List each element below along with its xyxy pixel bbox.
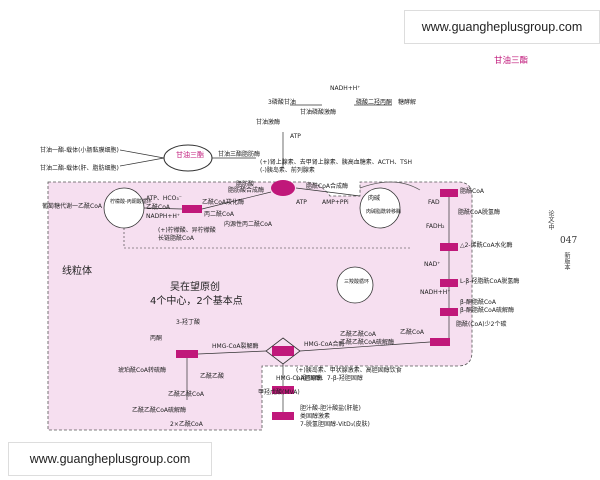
label-carnitine: 肉碱: [368, 195, 381, 202]
label-dhap: 磷酸二羟丙酮: [356, 99, 393, 106]
label-synthase: 脂肪酸合成酶: [228, 187, 265, 194]
label-glycerol-kinase: 甘油磷酸激酶: [300, 109, 337, 116]
label-glycerol-lipase: 甘油三酯脂肪酶: [218, 151, 261, 158]
fatty-acyl-node: [271, 180, 295, 196]
label-transport2: 甘油二酯-载体(肝、脂肪细胞): [40, 165, 119, 172]
header-title: 甘油三酯: [494, 56, 529, 66]
label-acetoacetyl-b: 乙酰乙酰CoA: [168, 391, 204, 398]
label-malonyl: 丙二酰CoA: [204, 211, 234, 218]
label-glycerol: 甘油激酶: [256, 119, 281, 126]
label-ketoacyl: β-酮脂酰CoA: [460, 299, 496, 306]
label-hmg-synthase: HMG-CoA合酶: [304, 341, 345, 348]
label-fadh2: FADH₂: [426, 223, 445, 230]
label-products1: 胆汁酸-胆汁酸盐(肝脏): [300, 405, 361, 412]
label-thiolase: β-酮脂酰CoA硫解酶: [460, 307, 514, 314]
label-lipase-note2: (-)胰岛素、前列腺素: [260, 167, 315, 174]
label-glucose: 葡萄糖代谢一乙酰CoA: [42, 203, 102, 210]
label-atp-act: ATP: [296, 199, 307, 206]
side-label-a: 论文/中: [547, 210, 554, 231]
label-hydroxybutyrate: 3-羟丁酸: [176, 319, 200, 326]
label-hmg-lyase: HMG-CoA裂解酶: [212, 343, 259, 350]
label-thiolase-k: 乙酰乙酰CoA硫解酶: [340, 339, 394, 346]
label-fatty-acid: 脂肪酸: [236, 181, 255, 188]
label-fad: FAD: [428, 199, 440, 206]
label-fatty-acyl-b: 脂酰CoA: [460, 188, 484, 195]
tca-circle: [336, 266, 374, 304]
label-nadh-b: NADH+H⁺: [420, 289, 451, 296]
mito-curve: [359, 181, 421, 191]
label-hydroxy: L-β-羟脂酰CoA脱氢酶: [460, 278, 520, 285]
label-atp-top: ATP: [290, 133, 301, 140]
watermark-top: www.guangheplusgroup.com: [404, 10, 600, 44]
node-acyl-left: [182, 205, 202, 213]
node-acetyl: [430, 338, 450, 346]
label-reg-pos: (+)胰岛素、甲状腺激素、高胆固醇饮食: [296, 367, 402, 374]
label-cpt: 肉碱脂酰转移酶: [366, 209, 402, 215]
node-cholesterol: [272, 412, 294, 420]
label-lipase-note: (+)肾上腺素、去甲肾上腺素、胰高血糖素、ACTH、TSH: [260, 159, 413, 166]
label-atp-hco3: ATP、HCO₃⁻: [146, 195, 182, 202]
node-acetoacetate: [176, 350, 198, 358]
label-acetyl-b: 乙酰CoA: [400, 329, 424, 336]
label-acetoacetate: 乙酰乙酸: [200, 373, 225, 380]
node-mevalonate: [272, 386, 294, 394]
label-inner-malonyl: 内源性丙二酰CoA: [224, 221, 272, 228]
carnitine-circle: [359, 187, 401, 229]
label-citrate-transfer: 柠檬酸-丙酮酸循环: [110, 199, 152, 205]
principle-line1: 吴在望原创: [170, 282, 220, 293]
node-hydroxy: [440, 279, 458, 287]
label-products2: 类固醇激素: [300, 413, 331, 420]
label-nad: NAD⁺: [424, 261, 441, 268]
label-transport1: 甘油一酯-载体(小肠黏膜细胞): [40, 147, 119, 154]
label-shortened: 脂酰(CoA)少2个碳: [456, 321, 507, 328]
mitochondria-label: 线粒体: [62, 266, 92, 277]
label-enoyl: △2-烯酰CoA水化酶: [460, 242, 513, 249]
label-mevalonate: 甲羟戊酸(MVA): [258, 389, 300, 396]
label-nadph: NADPH+H⁺: [146, 213, 181, 220]
citrate-circle: [103, 187, 145, 229]
label-synthetase: 脂酰CoA合成酶: [306, 183, 348, 190]
label-dehydrogenase: 脂酰CoA脱氢酶: [458, 209, 500, 216]
label-glycolysis: 糖酵解: [398, 99, 417, 106]
side-label-b: 新版本: [563, 252, 570, 270]
node-ketoacyl: [440, 308, 458, 316]
label-acetone: 丙酮: [150, 335, 163, 342]
label-note2: 长链脂酰CoA: [158, 235, 194, 242]
label-amp: AMP+PPi: [322, 199, 349, 206]
label-two-acetyl: 2×乙酰CoA: [170, 421, 203, 428]
label-thiokinase: 乙酰乙酰CoA硫解酶: [132, 407, 186, 414]
label-tca: 三羧酸循环: [344, 279, 370, 285]
label-nadh: NADH+H⁺: [330, 85, 361, 92]
node-enoyl: [440, 243, 458, 251]
label-triphosphate: 3磷酸甘油: [268, 99, 296, 106]
label-carboxylase: 乙酰CoA羧化酶: [202, 199, 244, 206]
label-reg-neg: (-)胆固醇、7-β-羟胆固醇: [296, 375, 363, 382]
page-number: 047: [560, 236, 578, 246]
principle-line2: 4个中心，2个基本点: [150, 296, 243, 307]
triglyceride-label: 甘油三酯: [176, 151, 204, 159]
label-products3: 7-脱氢胆固醇-VitD₃(皮肤): [300, 421, 370, 428]
node-acyl-b: [440, 189, 458, 197]
node-hmg: [272, 346, 294, 356]
mitochondria-region: [47, 181, 473, 431]
label-note1: (+)柠檬酸、异柠檬酸: [158, 227, 216, 234]
label-acetoacetyl: 乙酰乙酰CoA: [340, 331, 376, 338]
label-succinyl: 琥珀酰CoA转硫酶: [118, 367, 166, 374]
label-hmg-reductase: HMG-CoA还原酶: [276, 375, 323, 382]
label-acetyl-coa-left: 乙酰CoA: [146, 204, 170, 211]
watermark-bottom: www.guangheplusgroup.com: [8, 442, 212, 476]
